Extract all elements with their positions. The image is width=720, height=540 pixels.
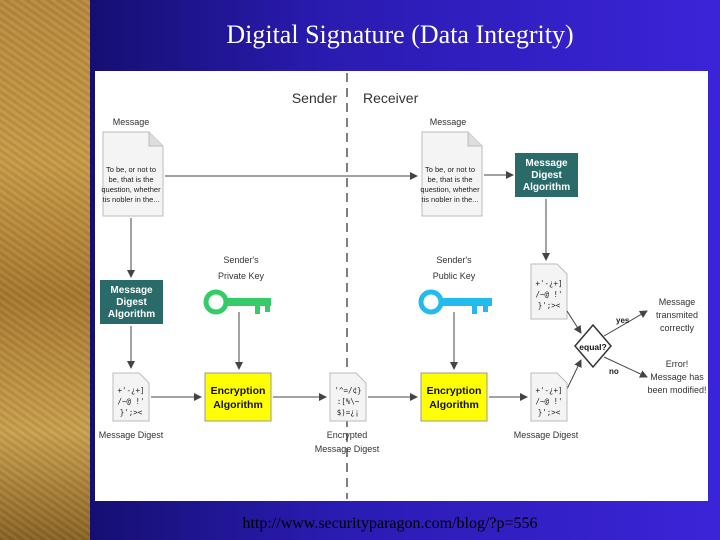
diagram-panel: Sender Receiver Message To be, or not to… xyxy=(95,71,708,501)
equal-label: equal? xyxy=(579,342,606,352)
public-key-label-line-1: Sender's xyxy=(436,255,472,265)
receiver-computed-digest-line-3: }';>< xyxy=(538,301,561,310)
receiver-mda-line-1: Message xyxy=(525,158,568,169)
receiver-decrypted-digest-document: +'-¿+] /~@ !' }';>< xyxy=(530,372,568,422)
receiver-decrypted-digest-line-1: +'-¿+] xyxy=(535,386,562,395)
receiver-message-line-2: be, that is the xyxy=(427,175,472,184)
sender-message-line-1: To be, or not to xyxy=(106,165,156,174)
receiver-message-line-4: tis nobler in the... xyxy=(421,195,478,204)
source-url-footer: http://www.securityparagon.com/blog/?p=5… xyxy=(242,515,538,532)
encrypted-digest-label-line-1: Encrypted xyxy=(327,430,368,440)
error-message-line-2: Message has xyxy=(650,372,704,382)
receiver-message-line-1: To be, or not to xyxy=(425,165,475,174)
yes-arrow xyxy=(603,310,648,337)
receiver-mda-line-2: Digest xyxy=(531,170,562,181)
receiver-decrypted-digest-line-2: /~@ !' xyxy=(535,397,562,406)
error-message-line-3: been modified! xyxy=(647,385,706,395)
receiver-computed-digest-line-2: /~@ !' xyxy=(535,290,562,299)
no-arrow xyxy=(603,356,648,378)
computed-digest-to-compare-arrow xyxy=(566,310,582,334)
encrypted-digest-line-3: $)=¿¡ xyxy=(337,408,360,417)
receiver-message-line-3: question, whether xyxy=(420,185,480,194)
success-message-line-1: Message xyxy=(659,297,696,307)
sender-mda-line-3: Algorithm xyxy=(108,309,155,320)
sender-digest-label: Message Digest xyxy=(99,430,164,440)
receiver-decryption-line-1: Encryption xyxy=(427,385,482,397)
slide-title: Digital Signature (Data Integrity) xyxy=(226,20,574,49)
sender-mda-line-2: Digest xyxy=(116,297,147,308)
receiver-message-digest-algorithm-box: Message Digest Algorithm xyxy=(515,153,578,197)
receiver-digest-label: Message Digest xyxy=(514,430,579,440)
sender-message-line-4: tis nobler in the... xyxy=(102,195,159,204)
receiver-decryption-algorithm-box: Encryption Algorithm xyxy=(420,372,488,422)
encrypted-digest-document: '^=/¢} :[%\~ $)=¿¡ xyxy=(329,372,367,422)
sender-digest-line-1: +'-¿+] xyxy=(117,386,144,395)
private-key-label-line-1: Sender's xyxy=(223,255,259,265)
success-message-line-2: transmited xyxy=(656,310,698,320)
public-key-icon xyxy=(418,289,492,315)
receiver-header: Receiver xyxy=(363,90,419,106)
equal-comparison-diamond: equal? xyxy=(574,323,612,369)
public-key-label-line-2: Public Key xyxy=(433,271,476,281)
encrypted-digest-label-line-2: Message Digest xyxy=(315,444,380,454)
sender-message-line-2: be, that is the xyxy=(108,175,153,184)
sender-message-digest-algorithm-box: Message Digest Algorithm xyxy=(100,280,163,324)
left-decorative-strip xyxy=(0,0,90,540)
sender-message-label: Message xyxy=(113,117,150,127)
yes-label: yes xyxy=(616,316,630,325)
receiver-mda-line-3: Algorithm xyxy=(523,182,570,193)
sender-message-digest-document: +'-¿+] /~@ !' }';>< xyxy=(112,372,150,422)
private-key-label-line-2: Private Key xyxy=(218,271,265,281)
digital-signature-diagram: Sender Receiver Message To be, or not to… xyxy=(99,73,707,499)
sender-encryption-algorithm-box: Encryption Algorithm xyxy=(204,372,272,422)
receiver-message-document: To be, or not to be, that is the questio… xyxy=(420,131,483,217)
encrypted-digest-line-2: :[%\~ xyxy=(337,397,360,406)
receiver-computed-digest-line-1: +'-¿+] xyxy=(535,279,562,288)
success-message-line-3: correctly xyxy=(660,323,695,333)
sender-encryption-line-1: Encryption xyxy=(211,385,266,397)
sender-mda-line-1: Message xyxy=(110,285,153,296)
receiver-computed-digest-document: +'-¿+] /~@ !' }';>< xyxy=(530,263,568,320)
private-key-icon xyxy=(203,289,271,315)
sender-digest-line-3: }';>< xyxy=(120,408,143,417)
encrypted-digest-line-1: '^=/¢} xyxy=(334,386,361,395)
no-label: no xyxy=(609,367,619,376)
receiver-decrypted-digest-line-3: }';>< xyxy=(538,408,561,417)
receiver-message-label: Message xyxy=(430,117,467,127)
decrypted-digest-to-compare-arrow xyxy=(566,359,582,390)
sender-header: Sender xyxy=(292,90,337,106)
sender-message-document: To be, or not to be, that is the questio… xyxy=(101,131,164,217)
sender-digest-line-2: /~@ !' xyxy=(117,397,144,406)
error-message-line-1: Error! xyxy=(666,359,689,369)
receiver-decryption-line-2: Algorithm xyxy=(429,399,479,411)
sender-encryption-line-2: Algorithm xyxy=(213,399,263,411)
sender-message-line-3: question, whether xyxy=(101,185,161,194)
